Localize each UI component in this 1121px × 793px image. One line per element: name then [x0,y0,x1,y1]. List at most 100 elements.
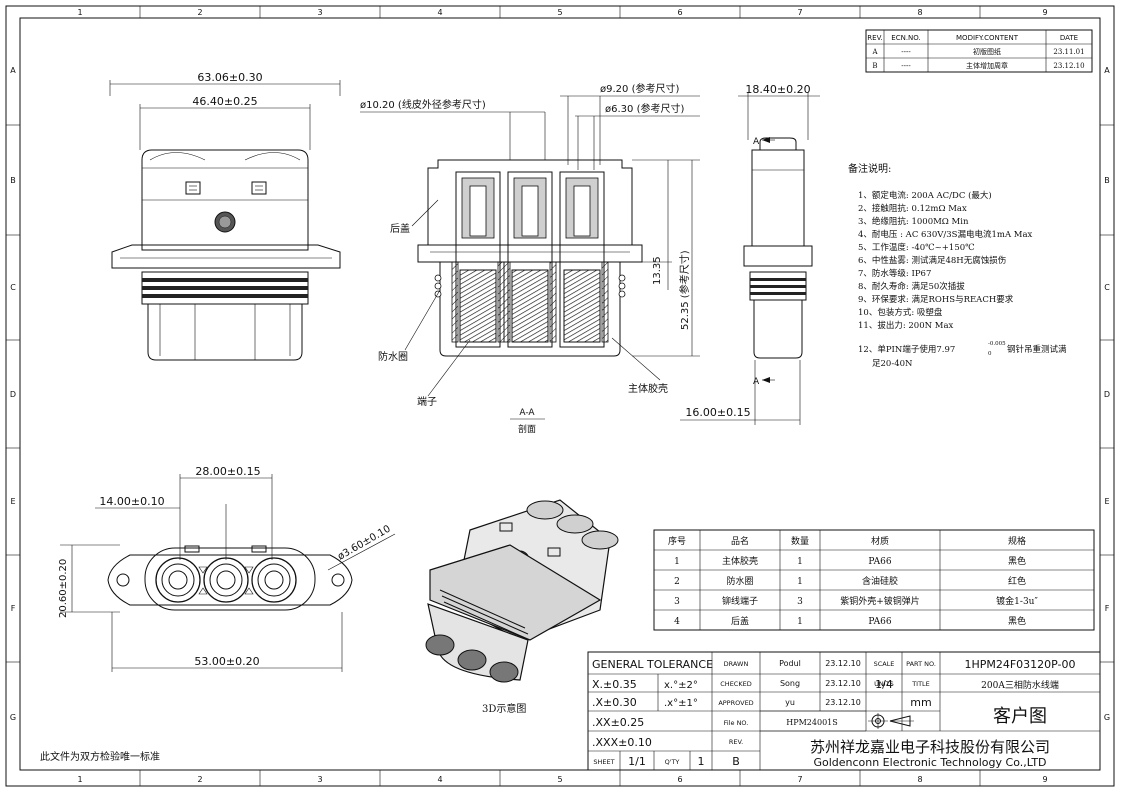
bom-cell: 1 [797,577,803,587]
col-label: 3 [317,8,322,17]
note-item: 7、防水等级: IP67 [858,268,931,279]
rev-cell: 23.12.10 [1053,62,1084,70]
dim-front-outer: 63.06±0.30 [197,71,262,84]
bom-cell: 2 [674,577,680,587]
row-label: F [1105,604,1110,613]
sheet-value: 1/1 [628,755,646,768]
col-label: 6 [677,8,682,17]
bom-header: 序号 [668,535,686,547]
iso-view: 3D示意图 [425,499,619,715]
footer-note: 此文件为双方检验唯一标准 [40,750,160,763]
sheet-frame: 1 2 3 4 5 6 7 8 9 1 2 3 4 5 6 7 8 9 A B … [5,5,1115,787]
iso-caption: 3D示意图 [482,702,526,715]
note-item: 6、中性盐雾: 测试满足48H无腐蚀损伤 [858,255,1006,266]
rev-header: ECN.NO. [891,34,920,42]
bom-cell: 含油硅胶 [862,575,898,587]
dim-cable-od: ø10.20 (线皮外径参考尺寸) [360,98,486,111]
note-item: 3、绝缘阻抗: 1000MΩ Min [858,216,969,227]
rev-cell: 主体增加周章 [966,61,1008,70]
bom-cell: 红色 [1008,575,1026,587]
front-view: 63.06±0.30 46.40±0.25 [109,71,341,361]
company-name-en: Goldenconn Electronic Technology Co.,LTD [813,756,1046,769]
bom-cell: 3 [797,597,803,607]
side-view: 18.40±0.20 A A 16.00±0.15 [680,83,820,425]
rev-value: B [732,755,740,768]
bom-header: 数量 [791,535,809,547]
general-tolerance-label: GENERAL TOLERANCE [592,658,713,671]
dim-hole: ø3.60±0.10 [336,524,393,563]
drawn-label: DRAWN [724,660,749,668]
rev-cell: A [871,48,878,56]
bom-cell: 后盖 [731,615,749,627]
note-item: 2、接触阻抗: 0.12mΩ Max [858,203,967,214]
rev-cell: B [872,62,877,70]
section-name: A-A [519,408,535,418]
col-label: 7 [797,8,802,17]
rev-cell: 23.11.01 [1053,48,1084,56]
rev-cell: ---- [901,48,911,56]
note-item: 足20-40N [872,359,913,369]
approved-by: yu [785,698,795,707]
bom-header: 品名 [731,535,749,547]
label-seal: 防水圈 [378,350,408,363]
part-label: PART NO. [906,660,936,668]
note-item: 1、额定电流: 200A AC/DC (最大) [858,190,992,201]
bom-cell: 主体胶壳 [722,555,758,567]
section-marker-bottom: A [753,377,760,387]
col-label: 4 [437,775,442,784]
row-label: D [1104,390,1110,399]
checked-label: CHECKED [720,680,751,688]
bottom-view: 28.00±0.15 14.00±0.10 ø3.60±0.10 20.60±0… [58,465,396,672]
bom-cell: PA66 [868,557,891,567]
col-label: 6 [677,775,682,784]
col-label: 5 [557,775,562,784]
note-item: 12、单PIN端子使用7.97 [858,344,955,355]
drawn-date: 23.12.10 [825,659,861,668]
tol-xxxx: .XXX±0.10 [592,736,652,749]
bom-cell: 4 [674,617,680,627]
scale-label: SCALE [874,660,895,668]
tol-xxx: .XX±0.25 [592,716,644,729]
title-label: TITLE [911,680,930,688]
dim-1335: 13.35 [652,256,663,285]
note-item: 4、耐电压 : AC 630V/3S漏电电流1mA Max [858,229,1033,240]
row-label: G [10,713,16,722]
bom-cell: 1 [797,617,803,627]
col-label: 9 [1042,8,1047,17]
col-label: 9 [1042,775,1047,784]
tol-x: X.±0.35 [592,678,637,691]
note-item: 10、包装方式: 吸塑盘 [858,307,943,318]
label-body: 主体胶壳 [628,382,668,395]
tol-x-angle: x.°±2° [664,680,698,691]
notes-title: 备注说明: [848,162,891,175]
row-label: A [10,66,16,75]
dim-front-inner: 46.40±0.25 [192,95,257,108]
bom-cell: 防水圈 [726,575,753,587]
row-label: E [10,497,15,506]
tol-xx-angle: .x°±1° [664,698,698,709]
dim-d920: ø9.20 (参考尺寸) [600,82,679,95]
bom-cell: 紫铜外壳+铍铜弹片 [840,595,920,607]
drawn-by: Podul [779,659,801,668]
qty-label: Q'TY [665,758,680,766]
col-label: 1 [77,8,82,17]
rev-header: DATE [1060,34,1078,42]
bom-table: 序号 品名 数量 材质 规格 1 主体胶壳 1 PA66 黑色 2 防水圈 1 … [653,529,1095,631]
bom-cell: 铆线端子 [722,595,758,607]
col-label: 2 [197,775,202,784]
checked-date: 23.12.10 [825,679,861,688]
dim-width: 53.00±0.20 [194,655,259,668]
dim-side-bottom: 16.00±0.15 [685,406,750,419]
rev-cell: ---- [901,62,911,70]
col-label: 4 [437,8,442,17]
dim-5235: 52.35 (参考尺寸) [678,250,691,330]
company-name-cn: 苏州祥龙嘉业电子科技股份有限公司 [810,738,1050,756]
bom-cell: 黑色 [1008,615,1026,627]
rev-header: MODIFY.CONTENT [956,34,1019,42]
bom-header: 材质 [871,535,889,547]
row-label: C [10,283,16,292]
units-label: UNITS [874,680,894,688]
revision-table: REV. ECN.NO. MODIFY.CONTENT DATE A ---- … [865,29,1093,73]
row-label: E [1104,497,1109,506]
approved-date: 23.12.10 [825,698,861,707]
